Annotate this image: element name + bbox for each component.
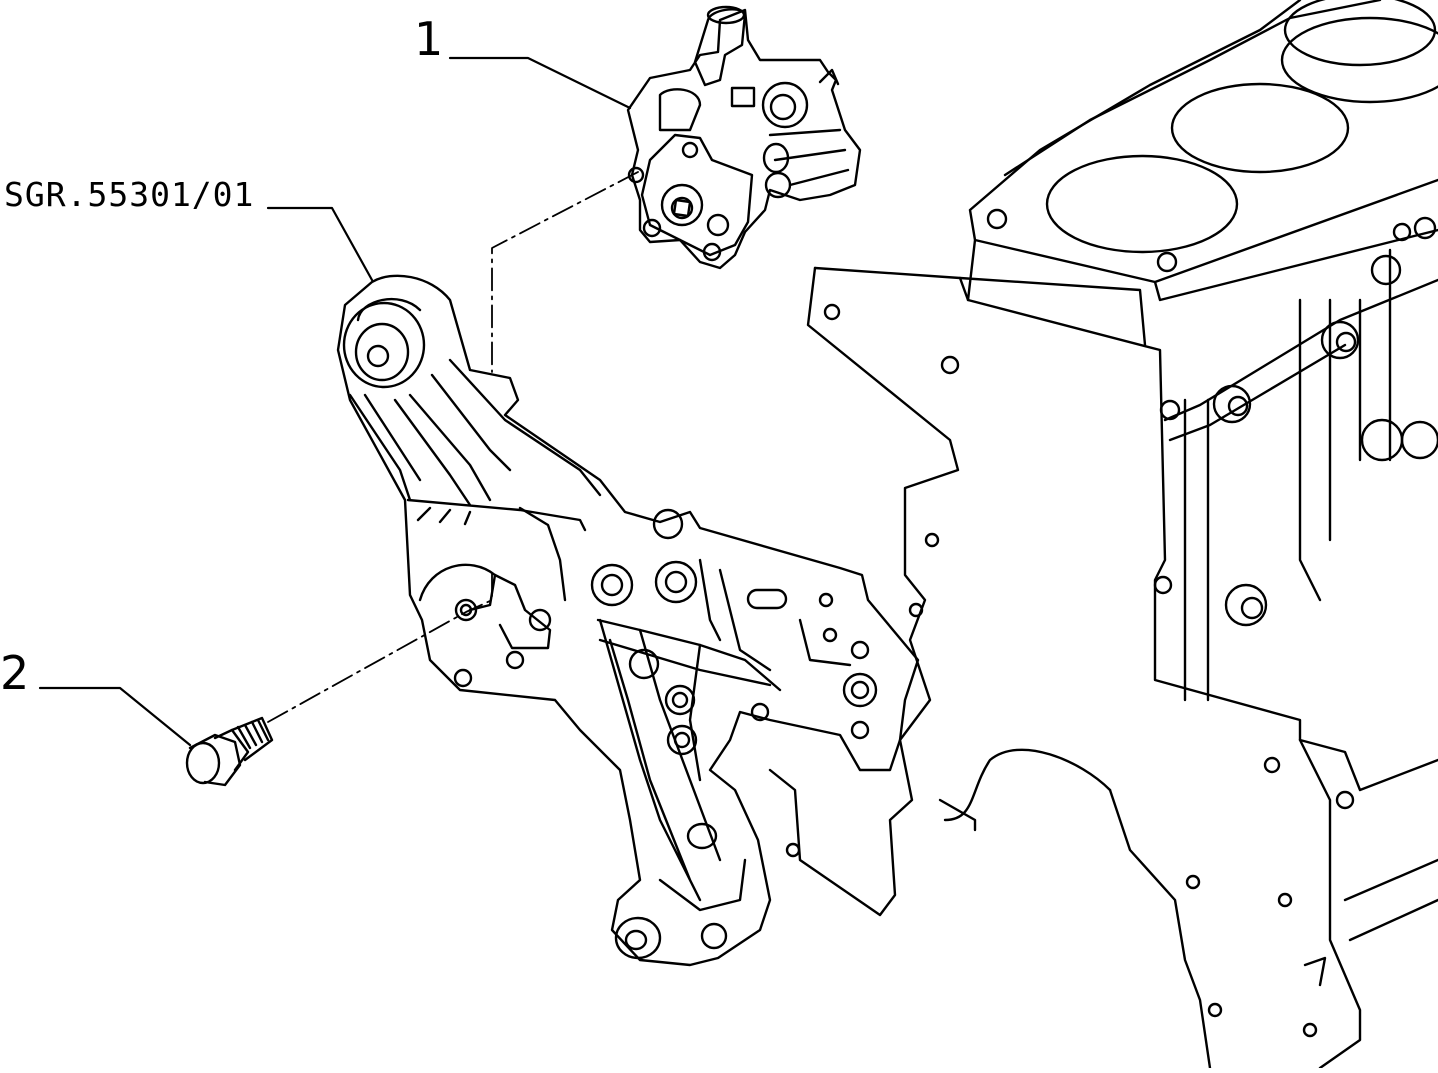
leader-lines [40,58,630,745]
leader-reference [268,208,372,280]
mounting-bolt [187,718,272,785]
pump-bracket [338,276,918,965]
callout-part-2: 2 [0,646,30,700]
leader-part-1 [450,58,630,108]
callout-reference-code: SGR.55301/01 [4,175,255,214]
axis-bolt-to-bracket [268,570,492,722]
assembly-axis-lines [268,172,638,722]
leader-part-2 [40,688,190,745]
engine-block [770,0,1438,1068]
callout-part-1: 1 [414,12,444,66]
power-steering-pump [628,7,860,268]
axis-pump-to-bracket [492,172,638,372]
